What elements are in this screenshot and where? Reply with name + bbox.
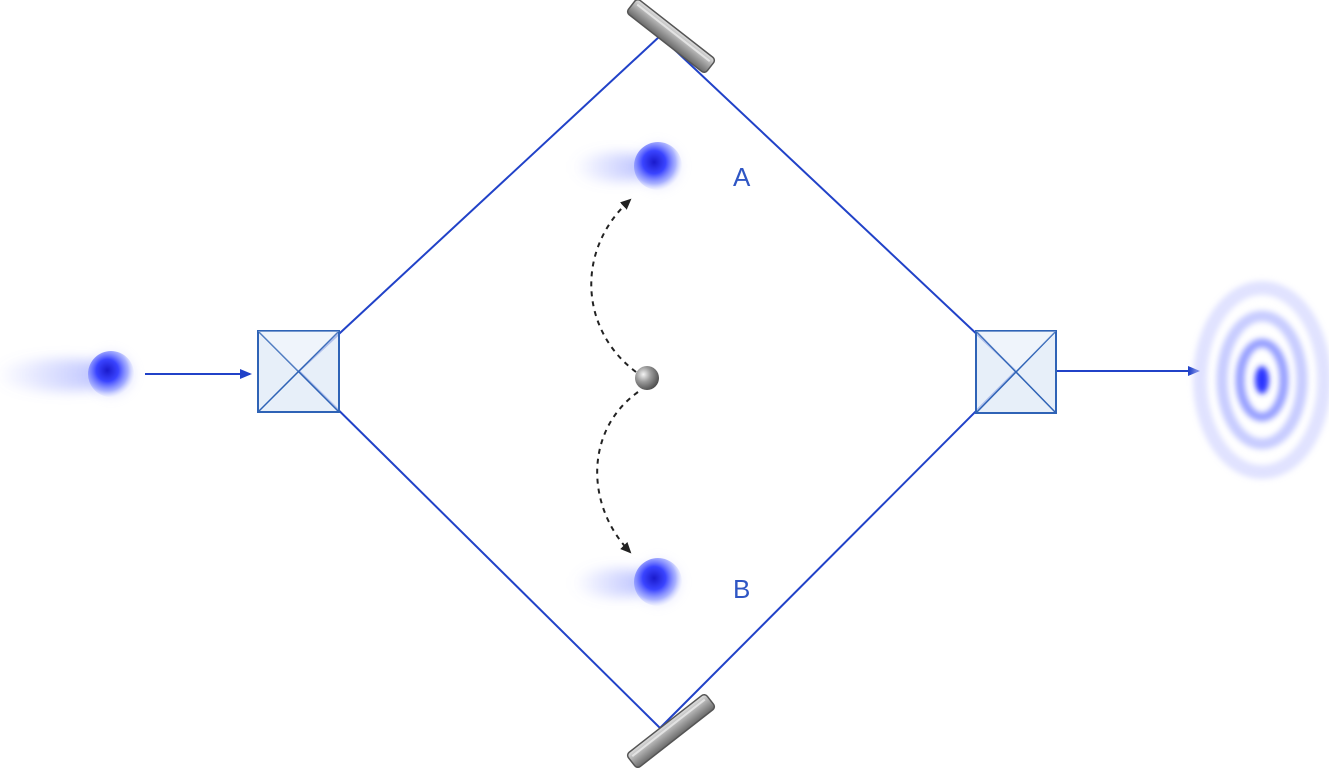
particle-blob-icon [573, 136, 688, 196]
mirror-icon [626, 0, 716, 74]
beam-splitter-cube-icon [975, 330, 1057, 414]
mirror-icon [626, 693, 716, 768]
beam-splitter-cube-icon [257, 330, 340, 413]
particle-blob-icon [573, 552, 688, 612]
beam-paths [145, 35, 1200, 729]
path-label-a: A [733, 162, 751, 192]
trajectory-to-b [596, 391, 639, 554]
beam-lower-left [298, 370, 661, 729]
particle-blob-icon [0, 344, 141, 404]
beam-upper-right [659, 35, 1017, 372]
interference-pattern-icon [1193, 281, 1329, 479]
beam-upper-left [298, 35, 661, 372]
source-ball-icon [635, 366, 659, 390]
beam-lower-right [659, 370, 1017, 729]
path-label-b: B [733, 574, 750, 604]
trajectory-to-a [590, 198, 637, 373]
